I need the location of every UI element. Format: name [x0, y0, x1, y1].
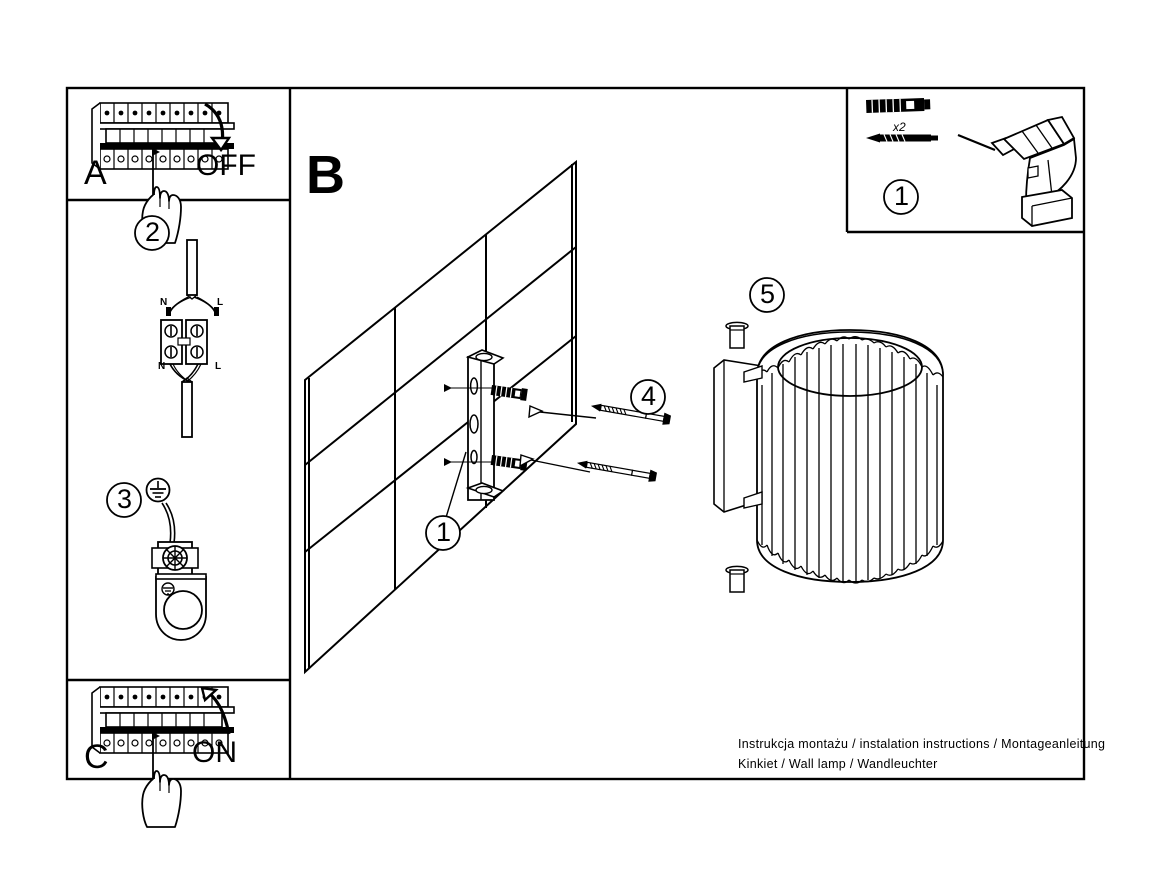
wall-anchor-inserted-icon [444, 384, 528, 471]
earth-ground-symbol-icon [145, 477, 171, 503]
step-1-drill-anchor-panel [865, 97, 1077, 227]
set-screw-icon-bottom [725, 565, 749, 593]
step-4-screws-insert [519, 379, 672, 483]
set-screw-icon-top [725, 321, 749, 349]
step-number-3: 3 [116, 484, 133, 514]
anchor-quantity-label: x2 [893, 120, 906, 134]
panel-c-action-label: ON [192, 736, 237, 769]
power-drill-icon [957, 115, 1077, 227]
panel-b-letter: B [306, 145, 345, 205]
step-5-lampshade [713, 277, 944, 593]
terminal-label-neutral-top: N [160, 297, 168, 308]
step-number-4: 4 [640, 381, 657, 411]
panel-c-letter: C [84, 738, 109, 776]
step-number-1-callout: 1 [435, 517, 452, 547]
wall-callout-1 [425, 451, 467, 551]
panel-a-letter: A [84, 154, 107, 192]
step-2-terminal-block [134, 215, 219, 438]
panel-b-wall-mount [304, 159, 672, 675]
step-number-1: 1 [893, 181, 910, 211]
terminal-label-neutral-bottom: N [158, 361, 166, 372]
terminal-label-live-top: L [217, 297, 224, 308]
caption-line-2: Kinkiet / Wall lamp / Wandleuchter [738, 757, 938, 771]
caption-line-1: Instrukcja montażu / instalation instruc… [738, 737, 1106, 751]
sheet-outer-border [65, 86, 1086, 781]
panel-a-breaker-off [91, 102, 235, 244]
mounting-bracket-icon [465, 349, 505, 501]
wall-anchor-plug-icon [865, 97, 932, 114]
wood-screw-icon [866, 133, 938, 143]
panel-a-action-label: OFF [196, 149, 256, 182]
step-number-5: 5 [759, 279, 776, 309]
terminal-label-live-bottom: L [215, 361, 222, 372]
lampshade-backplate [713, 359, 763, 513]
panel-dividers [67, 88, 1084, 779]
panel-c-breaker-on [91, 686, 235, 828]
step-3-ground-terminal [106, 477, 207, 641]
tiled-wall-perspective-icon [304, 159, 577, 675]
step-number-2: 2 [144, 217, 161, 247]
fluted-cylinder-lampshade-icon [743, 329, 944, 584]
